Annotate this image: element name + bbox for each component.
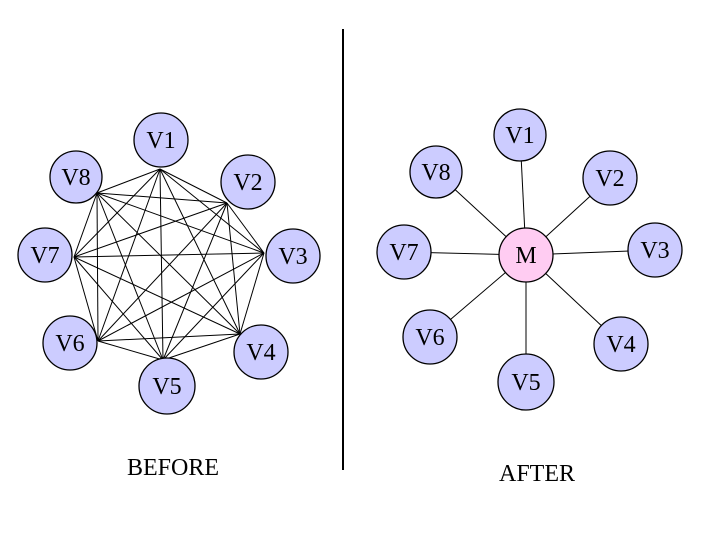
after-node-label-v1: V1: [505, 123, 534, 149]
edge-v4-v6: [97, 333, 241, 342]
edge-v1-v8: [96, 168, 161, 194]
before-node-label-v1: V1: [146, 128, 175, 154]
edge-v1-v3: [159, 168, 265, 254]
edge-v4-v7: [73, 256, 241, 335]
edge-v6-v8: [96, 192, 99, 342]
after-node-label-v8: V8: [421, 160, 450, 186]
before-caption: BEFORE: [127, 455, 219, 481]
before-node-label-v7: V7: [30, 243, 59, 269]
after-node-v4: [593, 316, 649, 372]
edge-v3-v8: [96, 192, 265, 254]
edge-v3-v6: [97, 252, 265, 342]
edge-v2-v8: [96, 192, 228, 204]
after-node-label-v6: V6: [415, 325, 444, 351]
before-node-label-v4: V4: [246, 340, 275, 366]
after-node-v5: [497, 353, 555, 411]
edge-v5-v8: [96, 192, 164, 361]
after-node-v7: [376, 224, 432, 280]
edge-v4-v8: [96, 192, 241, 335]
before-edges: [73, 168, 265, 361]
edge-v2-v7: [73, 202, 228, 258]
after-node-v8: [409, 145, 463, 199]
edge-v3-v5: [162, 252, 265, 361]
edge-v2-v5: [162, 202, 228, 361]
after-node-v2: [582, 150, 638, 206]
before-node-v3: [265, 228, 321, 284]
edge-v7-v8: [73, 192, 98, 258]
edge-v1-v5: [159, 168, 164, 361]
after-node-v6: [402, 309, 458, 365]
edge-v1-v2: [159, 168, 228, 204]
edge-v2-v3: [226, 202, 265, 254]
after-node-label-v3: V3: [640, 238, 669, 264]
after-mediator-node-label-m: M: [515, 243, 536, 269]
edge-v2-v6: [97, 202, 228, 342]
before-node-v1: [133, 112, 189, 168]
edge-v2-v4: [226, 202, 241, 335]
before-node-label-v6: V6: [55, 331, 84, 357]
edge-v5-v6: [97, 340, 164, 361]
after-mediator-node-m: [498, 227, 554, 283]
after-node-label-v7: V7: [389, 240, 418, 266]
edge-v1-v6: [97, 168, 161, 342]
after-node-v1: [493, 108, 547, 162]
before-node-label-v5: V5: [152, 374, 181, 400]
before-node-v7: [17, 227, 73, 283]
before-node-v4: [233, 324, 289, 380]
edge-v3-v7: [73, 252, 265, 258]
before-node-v8: [49, 150, 103, 204]
edge-v4-v5: [162, 333, 241, 361]
after-node-label-v2: V2: [595, 166, 624, 192]
edge-v5-v7: [73, 256, 164, 361]
before-node-label-v8: V8: [61, 165, 90, 191]
after-node-label-v5: V5: [511, 370, 540, 396]
after-node-v3: [627, 222, 683, 278]
before-node-label-v3: V3: [278, 244, 307, 270]
edge-v1-v4: [159, 168, 241, 335]
before-node-v2: [220, 154, 276, 210]
before-node-v5: [138, 357, 196, 415]
before-node-v6: [42, 315, 98, 371]
edge-v3-v4: [239, 252, 265, 335]
edge-v6-v7: [73, 256, 99, 342]
after-caption: AFTER: [499, 461, 575, 487]
after-node-label-v4: V4: [606, 332, 635, 358]
before-node-label-v2: V2: [233, 170, 262, 196]
